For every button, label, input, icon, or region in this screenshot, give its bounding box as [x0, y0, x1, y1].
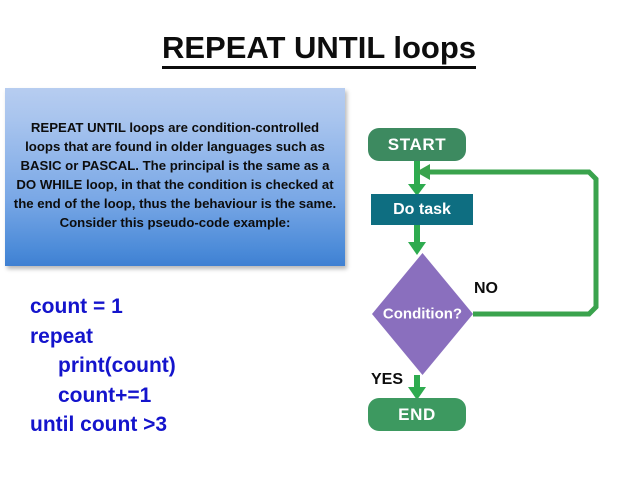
- pseudocode-line-1: count = 1: [30, 295, 123, 318]
- description-text: REPEAT UNTIL loops are condition-control…: [13, 119, 337, 231]
- pseudocode-line-4: count+=1: [58, 383, 152, 407]
- edge-label-yes: YES: [371, 371, 404, 388]
- pseudocode-line-2: repeat: [30, 324, 94, 348]
- pseudocode-line-5: until count >3: [30, 413, 168, 437]
- flow-node-end-label: END: [398, 404, 436, 424]
- arrowhead-loop-back: [416, 164, 430, 180]
- flow-node-end: END: [368, 398, 466, 431]
- page-title: REPEAT UNTIL loops: [0, 30, 638, 69]
- flow-node-condition: Condition?: [372, 253, 473, 375]
- pseudocode-line-3: print(count): [58, 354, 176, 378]
- pseudocode-block: count = 1 repeat print(count) count+=1 u…: [30, 292, 176, 440]
- flow-node-start: START: [368, 128, 466, 161]
- flow-node-condition-label: Condition?: [382, 305, 463, 323]
- flow-node-do-task-label: Do task: [393, 200, 451, 218]
- flow-node-do-task: Do task: [371, 194, 473, 225]
- edge-label-no: NO: [474, 280, 498, 297]
- page-title-text: REPEAT UNTIL loops: [161, 30, 477, 69]
- description-box: REPEAT UNTIL loops are condition-control…: [5, 88, 345, 266]
- flow-node-start-label: START: [387, 134, 447, 154]
